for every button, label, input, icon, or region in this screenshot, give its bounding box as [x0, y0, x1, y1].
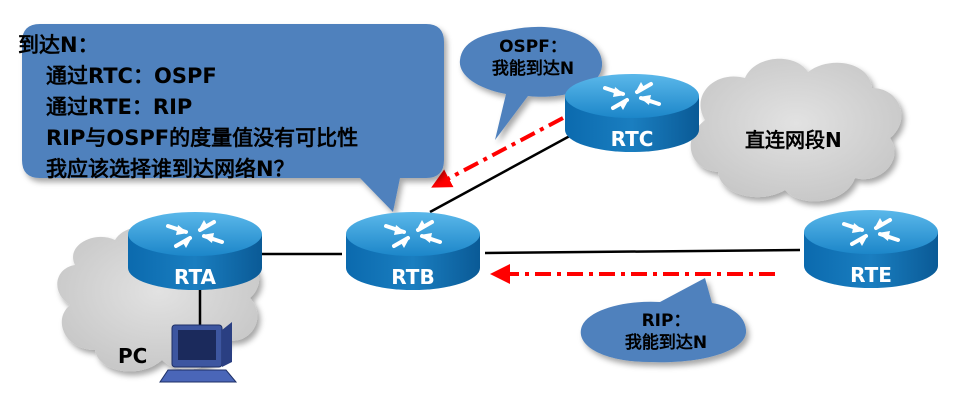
router-rte-icon: RTE	[804, 210, 938, 288]
router-rte-label: RTE	[850, 263, 892, 287]
main-callout-text: 到达N： 通过RTC：OSPF 通过RTE：RIP RIP与OSPF的度量值没有…	[18, 30, 438, 185]
network-n-label: 直连网段N	[745, 128, 842, 152]
cloud-network-n	[690, 58, 902, 202]
main-callout-shape	[22, 24, 444, 212]
callout-line-4: RIP与OSPF的度量值没有可比性	[46, 126, 359, 150]
ospf-bubble-line-2: 我能到达N	[491, 59, 575, 79]
rip-bubble-shape	[580, 278, 747, 363]
rip-bubble-line-1: RIP：	[641, 311, 691, 331]
link-rtb-rte	[484, 248, 801, 255]
router-rta-label: RTA	[174, 265, 217, 289]
router-rtb-label: RTB	[391, 265, 434, 289]
pc-icon	[159, 322, 238, 383]
callout-line-3: 通过RTE：RIP	[46, 95, 193, 119]
ospf-bubble-text: OSPF： 我能到达N	[470, 36, 596, 80]
rip-bubble-line-2: 我能到达N	[624, 333, 708, 353]
ospf-route-arrow	[431, 116, 564, 188]
callout-line-2: 通过RTC：OSPF	[46, 64, 217, 88]
router-rtb-icon: RTB	[346, 212, 480, 290]
ospf-bubble-line-1: OSPF：	[499, 37, 567, 57]
rip-bubble-text: RIP： 我能到达N	[596, 310, 736, 354]
router-rta-icon: RTA	[128, 212, 262, 290]
ospf-bubble-shape	[459, 26, 603, 141]
pc-label: PC	[118, 344, 148, 368]
router-rtc-icon: RTC	[565, 74, 699, 152]
callout-line-1: 到达N：	[18, 33, 99, 57]
link-rtb-rtc	[429, 123, 591, 214]
router-rtc-label: RTC	[611, 127, 654, 151]
callout-line-5: 我应该选择谁到达网络N？	[46, 157, 295, 181]
